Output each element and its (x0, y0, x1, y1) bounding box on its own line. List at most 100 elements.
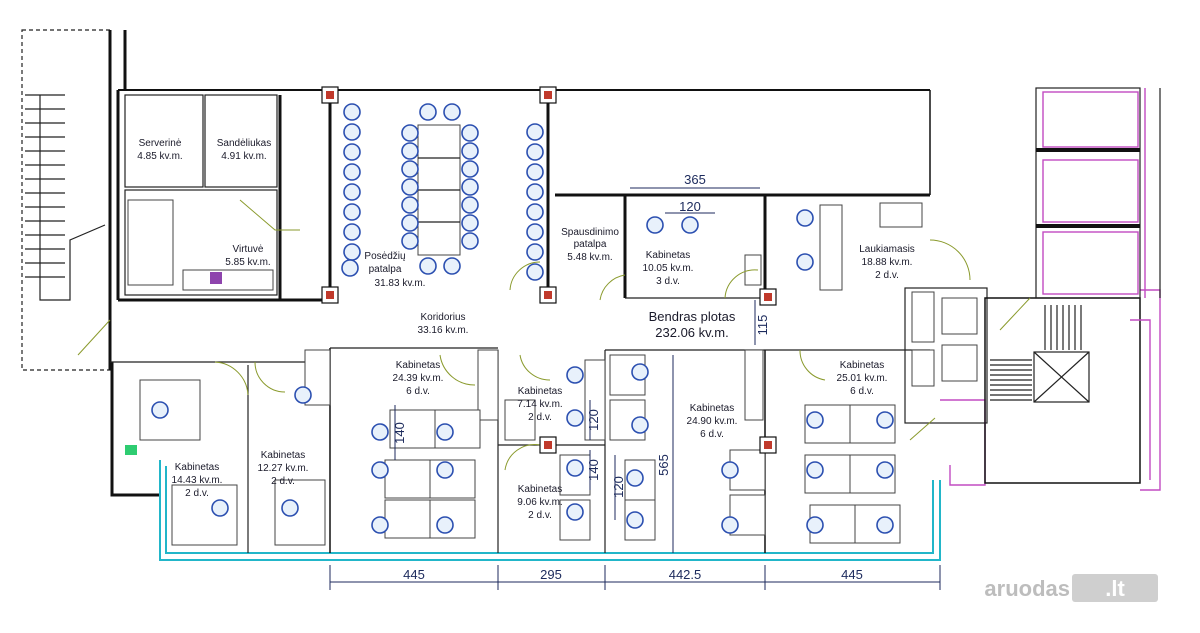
chair (461, 178, 479, 196)
room-area-koridorius: 33.16 kv.m. (418, 325, 469, 336)
room-name-spausdinimo-1: Spausdinimo (561, 227, 619, 238)
chair (151, 401, 169, 419)
chair (526, 223, 544, 241)
room-name-laukiamasis: Laukiamasis (859, 244, 915, 255)
total-area-title: Bendras plotas (649, 309, 736, 324)
chair (796, 253, 814, 271)
dimension-labels: 365 120 115 140 120 140 120 565 445 295 … (392, 172, 863, 582)
room-name-kab-714: Kabinetas (518, 386, 562, 397)
room-area-virtuve: 5.85 kv.m. (225, 257, 270, 268)
column-core (326, 91, 334, 99)
chair (343, 183, 361, 201)
dim-120-top: 120 (679, 199, 701, 214)
column-core (764, 441, 772, 449)
watermark: aruodas .lt (984, 574, 1158, 602)
room-labels: Serverinė 4.85 kv.m. Sandėliukas 4.91 kv… (137, 138, 914, 521)
left-staircase (21, 29, 127, 371)
chair (721, 461, 739, 479)
structural-columns (321, 86, 777, 454)
chair (526, 183, 544, 201)
room-area-kab-1227: 12.27 kv.m. (258, 463, 309, 474)
dimension-lines (329, 187, 941, 590)
dim-120-low: 120 (611, 476, 626, 498)
chair (631, 363, 649, 381)
chair (436, 461, 454, 479)
dim-bottom-3: 442.5 (669, 567, 702, 582)
dim-115: 115 (755, 315, 770, 336)
chair (461, 124, 479, 142)
chair (401, 196, 419, 214)
chair (341, 259, 359, 277)
chair (401, 178, 419, 196)
chair (401, 142, 419, 160)
room-area-kab-2439: 24.39 kv.m. (393, 373, 444, 384)
chair (343, 143, 361, 161)
desk (389, 409, 436, 449)
room-area-kab-1443: 14.43 kv.m. (172, 475, 223, 486)
watermark-badge (1072, 574, 1158, 602)
desk (504, 399, 536, 441)
room-area-kab-2490: 24.90 kv.m. (687, 416, 738, 427)
desk (429, 499, 476, 539)
room-seats-kab-1227: 2 d.v. (271, 476, 295, 487)
conference-room (328, 92, 550, 298)
room-seats-kab-1443: 2 d.v. (185, 488, 209, 499)
chair (343, 103, 361, 121)
chair (626, 469, 644, 487)
room-area-kab-714: 7.14 kv.m. (517, 399, 562, 410)
dim-140-mid: 140 (586, 459, 601, 481)
room-seats-kab-2439: 6 d.v. (406, 386, 430, 397)
room-name-kab-2490: Kabinetas (690, 403, 734, 414)
chair (796, 209, 814, 227)
dim-bottom-4: 445 (841, 567, 863, 582)
chair (461, 214, 479, 232)
chair (436, 516, 454, 534)
room-name-spausdinimo-2: patalpa (574, 239, 607, 250)
chair (566, 409, 584, 427)
room-name-kab-2501: Kabinetas (840, 360, 884, 371)
dim-120-mid: 120 (586, 409, 601, 431)
chair (526, 143, 544, 161)
chair (371, 516, 389, 534)
chair (436, 423, 454, 441)
room-name-kab-1227: Kabinetas (261, 450, 305, 461)
top-right-rooms (509, 195, 971, 301)
chair (461, 232, 479, 250)
watermark-brand: aruodas (984, 576, 1070, 601)
chair (646, 216, 664, 234)
room-seats-kab-906: 2 d.v. (528, 510, 552, 521)
chair (526, 243, 544, 261)
room-name-kab-top: Kabinetas (646, 250, 690, 261)
room-name-sandeliukas: Sandėliukas (217, 138, 271, 149)
room-seats-laukiamasis: 2 d.v. (875, 270, 899, 281)
chair (401, 232, 419, 250)
chair (461, 196, 479, 214)
chair (566, 503, 584, 521)
room-name-kab-2439: Kabinetas (396, 360, 440, 371)
right-core (904, 287, 1161, 491)
chair (443, 103, 461, 121)
room-name-virtuve: Virtuvė (233, 244, 264, 255)
column-core (544, 291, 552, 299)
column-core (326, 291, 334, 299)
chair (294, 386, 312, 404)
watermark-tld: .lt (1105, 576, 1125, 601)
room-area-kab-top: 10.05 kv.m. (643, 263, 694, 274)
room-area-sandeliukas: 4.91 kv.m. (221, 151, 266, 162)
chair (721, 516, 739, 534)
column-core (764, 293, 772, 301)
desk (384, 459, 431, 499)
chair (526, 163, 544, 181)
chair (211, 499, 229, 517)
room-seats-kab-2501: 6 d.v. (850, 386, 874, 397)
chair (526, 203, 544, 221)
chair (681, 216, 699, 234)
lower-offices (125, 209, 930, 553)
column-core (544, 441, 552, 449)
chair (443, 257, 461, 275)
chair (566, 366, 584, 384)
dim-bottom-1: 445 (403, 567, 425, 582)
dim-565: 565 (656, 454, 671, 476)
room-name-serverine: Serverinė (139, 138, 182, 149)
